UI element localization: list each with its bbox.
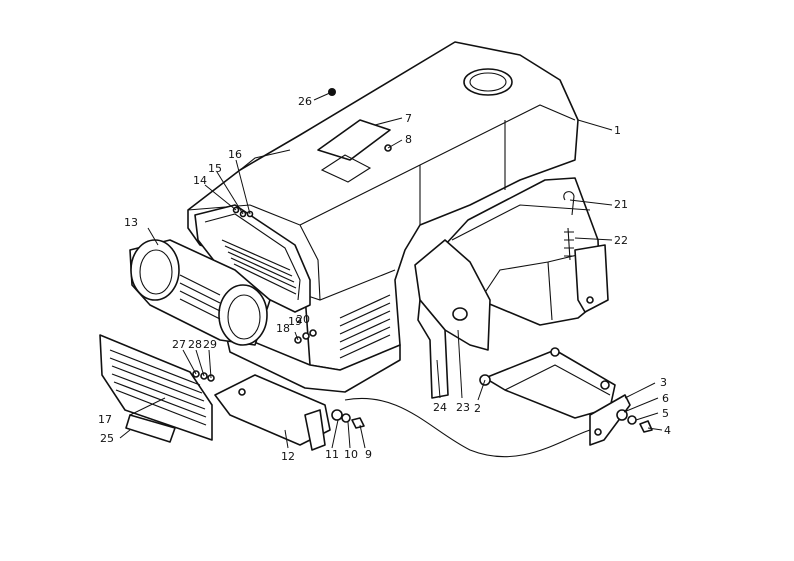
- callout-24: 24: [433, 401, 447, 414]
- callout-11: 11: [325, 448, 339, 461]
- support-bracket: [479, 347, 631, 446]
- callout-7: 7: [405, 112, 412, 125]
- callout-26: 26: [298, 95, 312, 108]
- tank-bracket: [574, 244, 609, 313]
- lower-plate: [214, 374, 331, 451]
- callout-13: 13: [124, 216, 138, 229]
- bolt-set-right: [616, 409, 653, 433]
- hood-skirt: [224, 329, 401, 393]
- leader-lines: [119, 91, 663, 449]
- cable: [344, 397, 591, 458]
- callout-10: 10: [344, 448, 358, 461]
- callout-27: 27: [172, 338, 186, 351]
- bolt-set-left: [331, 409, 365, 429]
- callout-12: 12: [281, 450, 295, 463]
- nameplate: [317, 119, 392, 183]
- filler-cap: [463, 68, 513, 96]
- callout-4: 4: [664, 424, 671, 437]
- front-grille: [99, 334, 213, 441]
- hood-side-vent: [339, 294, 391, 359]
- callout-6: 6: [662, 392, 669, 405]
- callout-16: 16: [228, 148, 242, 161]
- callout-19: 19: [288, 315, 302, 328]
- small-bolts-18-20: [294, 329, 317, 344]
- callout-25: 25: [100, 432, 114, 445]
- callout-18: 18: [276, 322, 290, 335]
- callout-2: 2: [474, 402, 481, 415]
- spring-clip: [563, 191, 575, 261]
- callout-22: 22: [614, 234, 628, 247]
- emblem: [125, 414, 176, 443]
- callout-3: 3: [660, 376, 667, 389]
- callout-20: 20: [296, 313, 310, 326]
- callout-1: 1: [614, 124, 621, 137]
- callout-5: 5: [662, 407, 669, 420]
- callout-21: 21: [614, 198, 628, 211]
- callout-9: 9: [365, 448, 372, 461]
- hood-front-frame: [194, 204, 311, 313]
- callout-28: 28: [188, 338, 202, 351]
- side-panel: [414, 239, 491, 399]
- callout-23: 23: [456, 401, 470, 414]
- callout-labels: 1 2 3 4 5 6 7 8 9 10 11 12 13 14 15 16 1…: [98, 95, 671, 463]
- callout-14: 14: [193, 174, 207, 187]
- headlight-housing: [129, 239, 271, 346]
- callout-29: 29: [203, 338, 217, 351]
- callout-17: 17: [98, 413, 112, 426]
- callout-15: 15: [208, 162, 222, 175]
- callout-8: 8: [405, 133, 412, 146]
